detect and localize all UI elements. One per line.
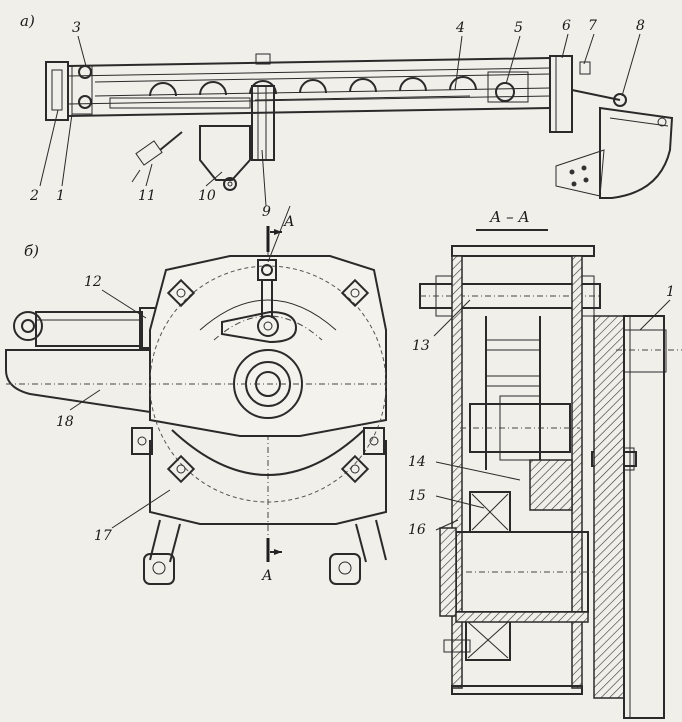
callout-5: 5 [514,20,523,36]
view-a-boom-side [39,33,674,207]
callout-10: 10 [198,188,216,204]
section-arrow-bottom-label: А [261,568,273,584]
roller-row [149,76,477,97]
callout-13: 13 [412,338,430,354]
callout-12: 12 [84,274,102,290]
callout-17: 17 [94,528,112,544]
callout-3: 3 [72,20,81,36]
view-b-front [5,205,387,585]
corner-bolts [166,278,370,484]
callout-7: 7 [588,18,597,34]
labels: а) б) А – А А А 3 4 5 6 7 8 2 1 11 10 9 … [20,12,675,584]
callout-11: 11 [138,188,156,204]
view-label-b: б) [24,242,39,260]
callout-6: 6 [562,18,571,34]
callout-2: 2 [29,188,39,204]
section-title: А – А [489,208,530,226]
callout-4: 4 [455,20,465,36]
callout-14: 14 [408,454,426,470]
section-arrow-top-label: А [283,214,295,230]
callout-15: 15 [408,488,426,504]
callout-9: 9 [262,204,271,220]
callout-1-section: 1 [666,284,675,300]
callout-18: 18 [56,414,74,430]
callout-16: 16 [408,522,426,538]
callout-1: 1 [56,188,65,204]
view-label-a: а) [20,12,35,30]
section-a-a [419,229,682,719]
callout-8: 8 [636,18,645,34]
